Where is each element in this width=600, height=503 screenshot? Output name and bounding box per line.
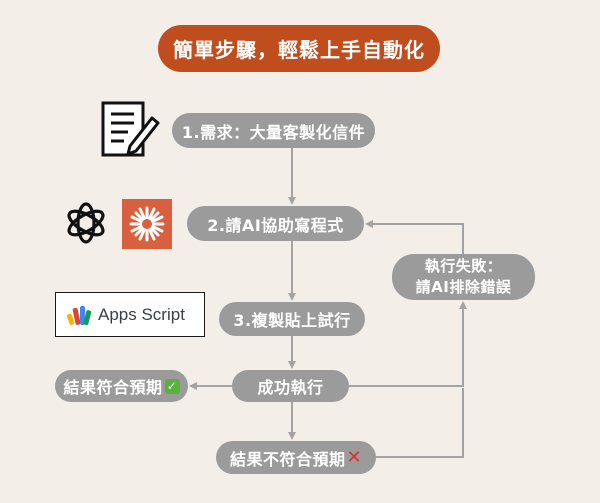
retry-line-2: 請AI排除錯誤 [415,278,512,296]
cross-mark-icon: ✕ [346,447,363,468]
success-label: 成功執行 [257,378,324,397]
fail-label: 結果不符合預期 [229,449,346,469]
step-2-label: 2.請AI協助寫程式 [207,215,344,235]
apps-script-badge: Apps Script [55,292,205,337]
claude-logo-icon [122,199,172,249]
step-3-label: 3.複製貼上試行 [233,311,351,330]
arrow-retry-to-step2 [365,220,464,254]
arrow-success-to-retry [349,301,467,387]
fail-node: 結果不符合預期✕ [216,441,376,474]
ok-result-label: 結果符合預期 [63,378,163,397]
check-mark-icon: ✓ [164,378,180,394]
step-1-node: 1.需求：大量客製化信件 [172,113,375,148]
retry-line-1: 執行失敗： [424,257,503,275]
apps-script-logo-icon [66,305,92,325]
chatgpt-logo-icon [67,202,105,244]
step-1-label: 1.需求：大量客製化信件 [181,122,366,142]
document-pencil-icon [101,101,160,157]
success-node: 成功執行 [232,370,349,402]
arrow-fail-to-retry [376,388,464,458]
apps-script-label: Apps Script [98,304,185,324]
step-3-node: 3.複製貼上試行 [219,302,365,336]
ok-result-node: 結果符合預期✓ [55,370,188,402]
retry-node: 執行失敗： 請AI排除錯誤 [392,254,535,300]
diagram-title: 簡單步驟，輕鬆上手自動化 [158,25,440,72]
step-2-node: 2.請AI協助寫程式 [187,206,364,241]
